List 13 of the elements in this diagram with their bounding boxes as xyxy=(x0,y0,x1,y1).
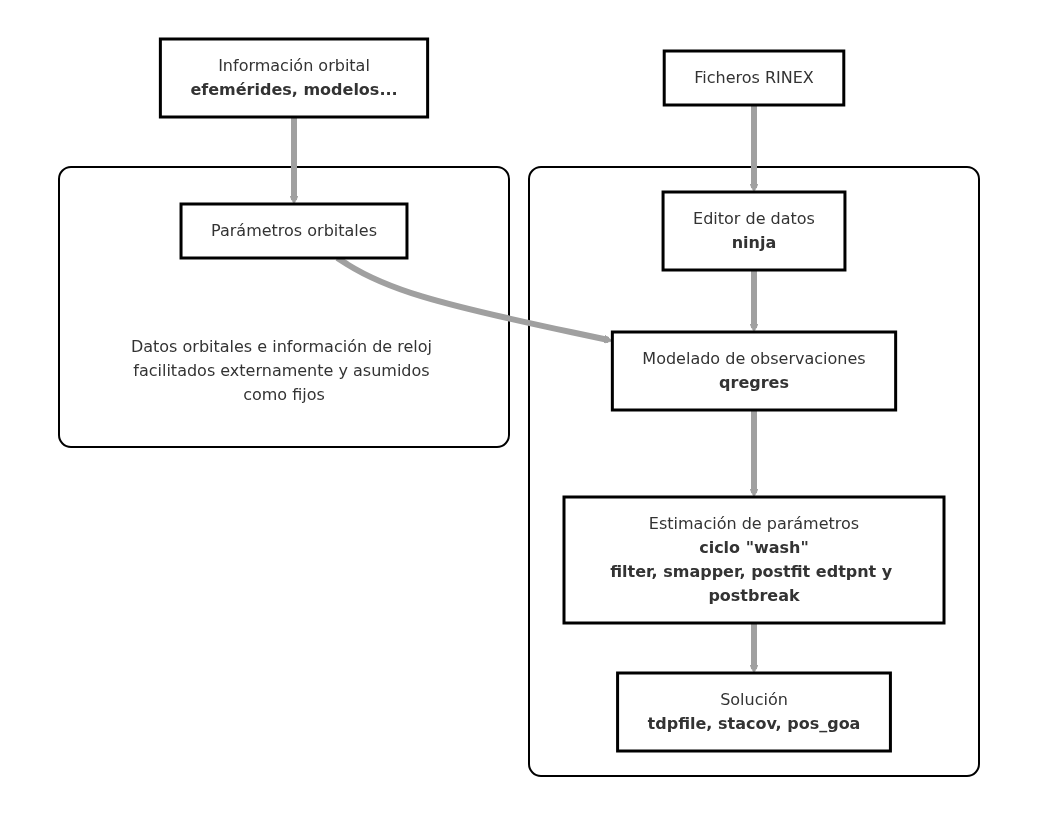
arrow xyxy=(749,269,758,332)
node-box: Solución tdpfile, stacov, pos_goa xyxy=(615,671,892,752)
arrow xyxy=(749,409,758,497)
node-box: Editor de datos ninja xyxy=(661,190,846,271)
node-box: Estimación de parámetros ciclo "wash" filter, smapper, postfit edtpnt y postbreak xyxy=(562,495,945,624)
node-box: Modelado de observaciones qregres xyxy=(610,330,897,411)
cluster xyxy=(527,165,980,777)
node-box: Ficheros RINEX xyxy=(662,49,845,106)
node-box: Parámetros orbitales xyxy=(179,202,408,259)
arrow xyxy=(749,104,758,192)
node-box: Información orbital efemérides, modelos... xyxy=(158,37,429,118)
arrow xyxy=(289,116,298,204)
arrow xyxy=(749,622,758,673)
